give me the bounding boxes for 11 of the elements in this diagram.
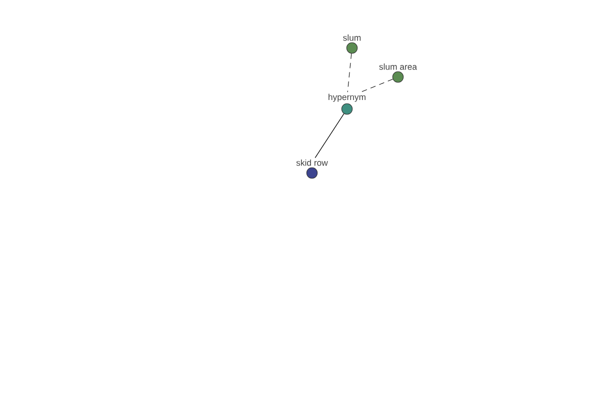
node-label: hypernym — [328, 94, 366, 102]
node-label: slum — [343, 34, 361, 41]
node-label: slum area — [379, 63, 418, 70]
connector-line — [360, 78, 394, 92]
connector-line — [347, 53, 352, 92]
node-label: skid row — [296, 159, 328, 166]
graph-node: hypernym — [328, 94, 366, 115]
graph-node: skid row — [296, 159, 328, 179]
graph-node: slum area — [379, 63, 417, 83]
connector-line — [314, 113, 344, 158]
graph-node: slum — [343, 34, 361, 54]
